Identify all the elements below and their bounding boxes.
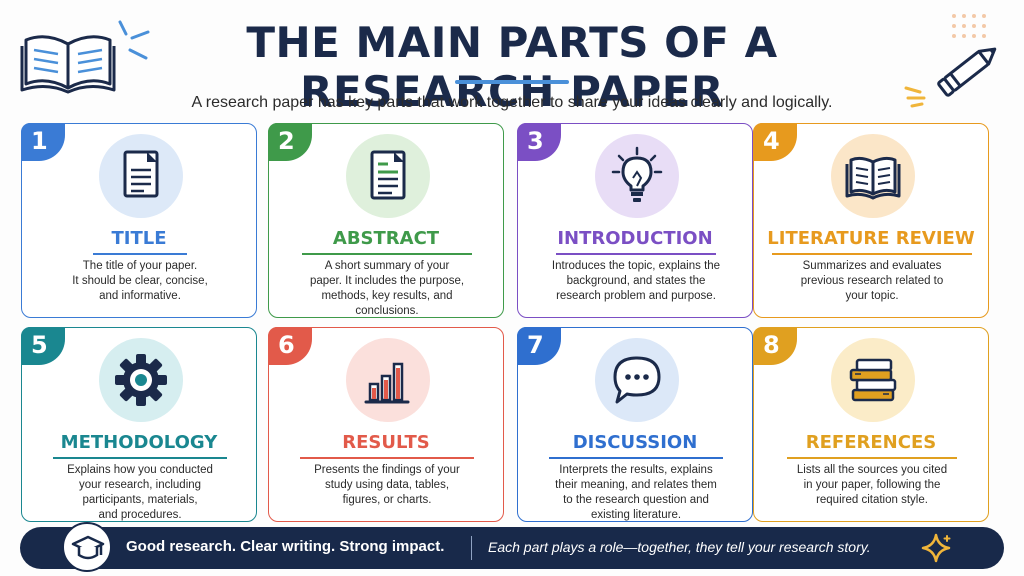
card-description-line: Interprets the results, explains <box>559 464 713 476</box>
card-icon-circle <box>346 134 430 218</box>
lightbulb-icon <box>611 146 663 202</box>
card-description-line: participants, materials, <box>82 494 198 506</box>
card-title-rule <box>787 457 957 459</box>
card-title-rule <box>302 253 472 255</box>
page-title: THE MAIN PARTS OF A RESEARCH PAPER <box>246 18 778 116</box>
card-description-line: Introduces the topic, explains the <box>551 260 721 272</box>
page-subtitle: A research paper has key parts that work… <box>191 94 833 111</box>
card-results: 6 RESULTS Presents the findings of your s… <box>268 327 504 522</box>
card-title: DISCUSSION <box>572 432 698 453</box>
card-description-line: your research, including <box>78 479 202 491</box>
card-description: Presents the findings of your study using… <box>287 463 487 508</box>
card-description-line: your topic. <box>845 290 899 302</box>
summary-document-icon <box>370 150 406 200</box>
sparkle-rays-icon <box>904 86 926 108</box>
card-description: Explains how you conducted your research,… <box>40 463 240 523</box>
card-icon-circle <box>595 134 679 218</box>
card-description-line: The title of your paper. <box>82 260 198 272</box>
card-description-line: study using data, tables, <box>324 479 450 491</box>
speech-bubble-icon <box>613 356 661 404</box>
card-title: METHODOLOGY <box>60 432 218 453</box>
card-title: TITLE <box>111 228 167 249</box>
card-title: ABSTRACT <box>332 228 440 249</box>
footer-divider <box>471 536 472 560</box>
card-icon-circle <box>99 134 183 218</box>
sparkle-rays-icon <box>118 20 150 60</box>
card-title-rule <box>53 457 227 459</box>
card-description-line: in your paper, following the <box>803 479 941 491</box>
book-stack-icon <box>849 358 897 402</box>
card-number-badge: 5 <box>21 327 65 365</box>
footer-icon-circle <box>62 522 112 572</box>
card-description-line: It should be clear, concise, <box>72 275 208 287</box>
card-discussion: 7 DISCUSSION Interprets the results, exp… <box>517 327 753 522</box>
card-methodology: 5 METHODOLOGY Explains how you conducted… <box>21 327 257 522</box>
card-description: Introduces the topic, explains the backgr… <box>536 259 736 304</box>
card-icon-circle <box>99 338 183 422</box>
graduation-cap-icon <box>71 535 105 560</box>
footer-tagline: Good research. Clear writing. Strong imp… <box>126 538 445 555</box>
card-description-line: previous research related to <box>800 275 944 287</box>
card-description-line: existing literature. <box>590 509 682 521</box>
card-description-line: methods, key results, and <box>321 290 453 302</box>
card-introduction: 3 INTRODUCTION Introduces the topic, exp… <box>517 123 753 318</box>
card-description: A short summary of your paper. It include… <box>287 259 487 319</box>
title-underline <box>455 80 569 84</box>
open-book-icon <box>845 156 901 200</box>
card-number-badge: 7 <box>517 327 561 365</box>
card-description-line: Presents the findings of your <box>314 464 460 476</box>
card-references: 8 REFERENCES Lists all the sources you c… <box>753 327 989 522</box>
card-description-line: paper. It includes the purpose, <box>309 275 465 287</box>
card-description-line: Explains how you conducted <box>67 464 213 476</box>
dot-grid-icon <box>952 14 986 38</box>
card-number-badge: 3 <box>517 123 561 161</box>
card-title: RESULTS <box>342 432 430 453</box>
card-title-rule <box>93 253 187 255</box>
card-literature-review: 4 LITERATURE REVIEW Summarizes and evalu… <box>753 123 989 318</box>
bar-chart-icon <box>364 362 410 404</box>
card-number-badge: 8 <box>753 327 797 365</box>
card-icon-circle <box>595 338 679 422</box>
card-title-rule <box>772 253 972 255</box>
card-number-badge: 4 <box>753 123 797 161</box>
card-description-line: conclusions. <box>355 305 419 317</box>
card-description-line: background, and states the <box>566 275 706 287</box>
card-description: Summarizes and evaluates previous researc… <box>772 259 972 304</box>
card-description-line: Summarizes and evaluates <box>802 260 942 272</box>
card-title: 1 TITLE The title of your paper. It shoul… <box>21 123 257 318</box>
card-description-line: and informative. <box>99 290 181 302</box>
card-icon-circle <box>831 134 915 218</box>
open-book-icon <box>20 35 116 94</box>
card-abstract: 2 ABSTRACT A short summary of your paper.… <box>268 123 504 318</box>
card-title-rule <box>549 457 723 459</box>
card-title: REFERENCES <box>805 432 937 453</box>
card-description-line: to the research question and <box>563 494 709 506</box>
card-description-line: and procedures. <box>98 509 182 521</box>
card-icon-circle <box>346 338 430 422</box>
footer-message: Each part plays a role—together, they te… <box>488 539 871 555</box>
card-title-rule <box>556 253 716 255</box>
card-description: The title of your paper. It should be cle… <box>40 259 240 304</box>
document-icon <box>123 150 159 198</box>
card-title: INTRODUCTION <box>557 228 713 249</box>
card-description: Lists all the sources you cited in your p… <box>772 463 972 508</box>
card-description-line: research problem and purpose. <box>556 290 716 302</box>
card-description-line: their meaning, and relates them <box>555 479 717 491</box>
pencil-icon <box>937 47 997 97</box>
card-number-badge: 1 <box>21 123 65 161</box>
card-title-rule <box>300 457 474 459</box>
card-description-line: figures, or charts. <box>342 494 432 506</box>
card-title: LITERATURE REVIEW <box>767 228 975 249</box>
sparkle-icon <box>921 533 951 563</box>
card-description-line: Lists all the sources you cited <box>796 464 948 476</box>
card-description: Interprets the results, explains their me… <box>536 463 736 523</box>
card-icon-circle <box>831 338 915 422</box>
card-number-badge: 2 <box>268 123 312 161</box>
footer-banner <box>20 527 1004 569</box>
card-description-line: A short summary of your <box>324 260 450 272</box>
card-number-badge: 6 <box>268 327 312 365</box>
gear-icon <box>115 354 167 406</box>
card-description-line: required citation style. <box>816 494 928 506</box>
